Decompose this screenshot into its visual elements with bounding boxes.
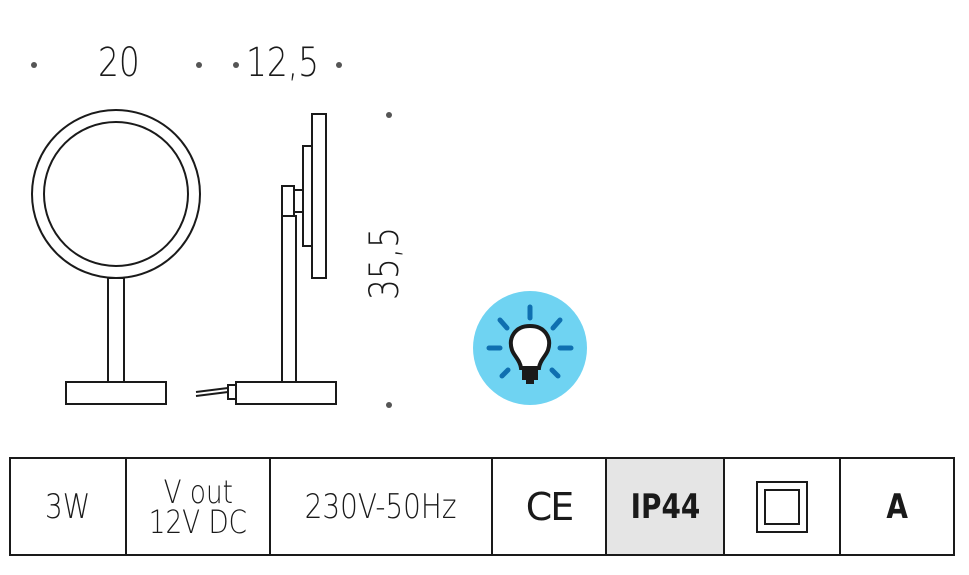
- dim-marker-dot: [196, 62, 202, 68]
- power-cable: [195, 391, 229, 397]
- dim-marker-dot: [386, 112, 392, 118]
- side-mirror-frame: [311, 113, 327, 279]
- bulb-base: [522, 370, 538, 380]
- insulation-cell: [723, 457, 841, 556]
- vout-label: V out: [163, 472, 233, 511]
- width-dimension-label: 20: [98, 40, 140, 86]
- spec-table: 3W V out 12V DC 230V-50Hz CE IP44 A: [9, 457, 955, 556]
- mirror-inner-glass: [43, 121, 189, 267]
- bulb-ray: [499, 367, 511, 379]
- power-cell: 3W: [9, 457, 127, 556]
- energy-cell: A: [839, 457, 955, 556]
- energy-class: A: [886, 486, 908, 527]
- ce-mark: CE: [525, 484, 575, 529]
- bulb-tip: [526, 380, 534, 384]
- side-mirror-back: [302, 145, 313, 247]
- side-base: [235, 381, 337, 405]
- depth-dimension-label: 12,5: [246, 40, 320, 86]
- dim-marker-dot: [233, 62, 239, 68]
- mirror-technical-drawing: [31, 109, 587, 405]
- spec-row: 3W V out 12V DC 230V-50Hz CE IP44 A: [9, 457, 955, 556]
- double-square-class-ii-icon: [756, 480, 808, 533]
- front-view: [31, 109, 201, 405]
- voltage-cell: 230V-50Hz: [269, 457, 493, 556]
- power-value: 3W: [45, 486, 91, 527]
- side-view: [195, 113, 337, 405]
- side-stem: [281, 215, 297, 383]
- ip-rating: IP44: [630, 486, 700, 527]
- ce-cell: CE: [491, 457, 607, 556]
- bulb-ray: [497, 317, 510, 331]
- dim-marker-dot: [31, 62, 37, 68]
- bulb-glass: [509, 323, 551, 370]
- voltage-value: 230V-50Hz: [305, 486, 457, 527]
- ip-cell: IP44: [605, 457, 725, 556]
- light-bulb-icon: [473, 291, 587, 405]
- front-stem: [107, 277, 125, 383]
- mirror-outer-ring: [31, 109, 201, 279]
- front-base: [65, 381, 167, 405]
- dim-marker-dot: [386, 402, 392, 408]
- power-cable: [195, 387, 229, 393]
- bulb-ray: [550, 317, 563, 331]
- side-hinge-knob: [281, 185, 295, 217]
- vout-value: 12V DC: [148, 502, 248, 541]
- dim-marker-dot: [336, 62, 342, 68]
- side-hinge: [293, 189, 304, 213]
- vout-cell: V out 12V DC: [125, 457, 271, 556]
- cable-plug: [227, 384, 237, 400]
- bulb-ray: [549, 367, 561, 379]
